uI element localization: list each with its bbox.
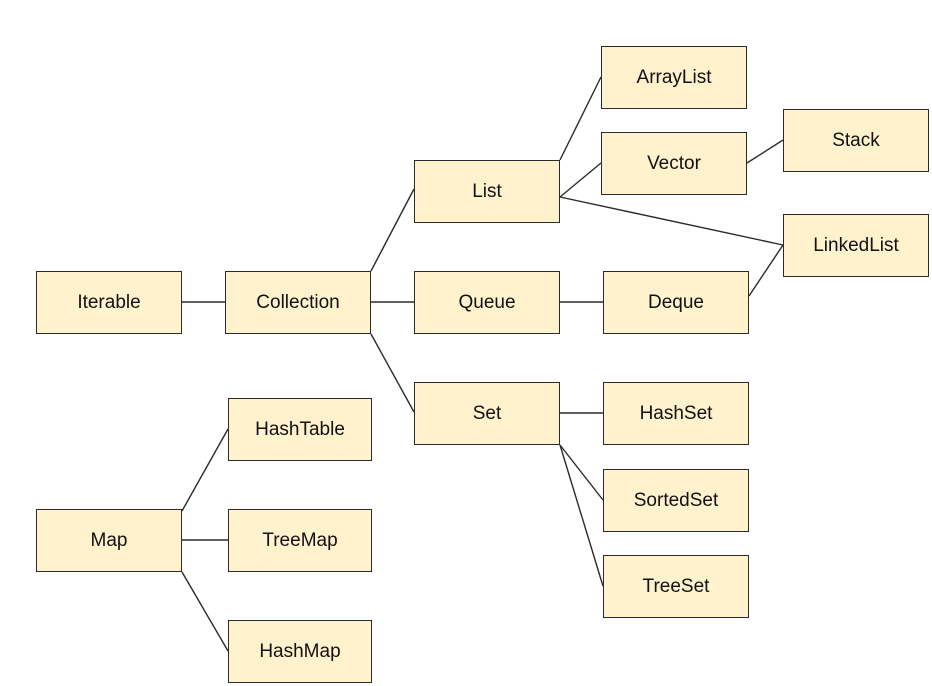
node-hashtable: HashTable bbox=[228, 398, 372, 461]
node-hashmap: HashMap bbox=[228, 620, 372, 683]
node-linkedlist: LinkedList bbox=[783, 214, 929, 277]
node-queue: Queue bbox=[414, 271, 560, 334]
edge-vector-stack bbox=[746, 139, 784, 164]
node-set: Set bbox=[414, 382, 560, 445]
edge-list-arraylist bbox=[559, 76, 602, 161]
node-list: List bbox=[414, 160, 560, 223]
edge-list-linkedlist bbox=[559, 196, 784, 246]
node-collection: Collection bbox=[225, 271, 371, 334]
node-arraylist: ArrayList bbox=[601, 46, 747, 109]
edge-map-hashmap bbox=[181, 571, 229, 652]
edge-set-sortedset bbox=[559, 444, 604, 501]
edge-set-treeset bbox=[559, 444, 604, 587]
edge-list-vector bbox=[559, 162, 602, 198]
node-treemap: TreeMap bbox=[228, 509, 372, 572]
node-map: Map bbox=[36, 509, 182, 572]
edge-deque-linkedlist bbox=[748, 244, 784, 297]
edge-collection-list bbox=[370, 188, 415, 272]
node-treeset: TreeSet bbox=[603, 555, 749, 618]
edge-map-hashtable bbox=[181, 428, 229, 512]
node-deque: Deque bbox=[603, 271, 749, 334]
node-hashset: HashSet bbox=[603, 382, 749, 445]
node-stack: Stack bbox=[783, 109, 929, 172]
edge-collection-set bbox=[370, 333, 415, 413]
node-sortedset: SortedSet bbox=[603, 469, 749, 532]
node-vector: Vector bbox=[601, 132, 747, 195]
node-iterable: Iterable bbox=[36, 271, 182, 334]
